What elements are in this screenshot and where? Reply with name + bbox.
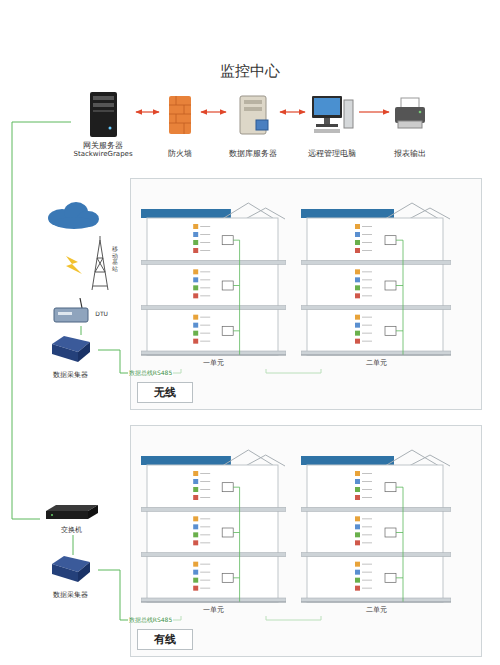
- node-label: 一单元: [203, 605, 224, 615]
- building-outline: [141, 448, 286, 616]
- node-label: 交换机: [61, 525, 82, 535]
- bus-wire: [73, 535, 74, 555]
- database-server-icon: [240, 96, 268, 134]
- device-box: 数据库服务器: [227, 90, 279, 158]
- building-outline: [301, 448, 451, 616]
- collector-icon: [52, 556, 90, 582]
- node-label: 网关服务器: [83, 141, 123, 150]
- device-box: 网关服务器StackwireGrapes: [71, 90, 135, 158]
- region-label: 无线: [137, 382, 193, 403]
- equipment-box: 数据采集器: [42, 335, 98, 380]
- printer-icon: [395, 98, 425, 128]
- node-label: 远程管理电脑: [308, 149, 356, 158]
- device-box: 远程管理电脑: [306, 90, 358, 158]
- node-label: 数据采集器: [53, 370, 88, 380]
- data-arrow: [359, 111, 389, 112]
- node-label: StackwireGrapes: [73, 150, 132, 158]
- node-label: 数据采集器: [53, 590, 88, 600]
- node-label: 二单元: [366, 358, 387, 368]
- station-label: 移动基站: [112, 246, 118, 272]
- dtu-icon: [54, 298, 88, 322]
- building-unit: 二单元: [301, 448, 451, 616]
- equipment-box: 数据采集器: [42, 555, 98, 600]
- data-arrow: [136, 111, 159, 112]
- bus-label: 数据总线RS485: [128, 617, 173, 624]
- node-label: 报表输出: [394, 149, 426, 158]
- region-panel: 有线 一单元 二单元: [130, 425, 482, 657]
- bus-wire: [12, 122, 71, 519]
- collector-icon: [52, 336, 90, 362]
- equipment-box: 交换机: [40, 503, 102, 535]
- tower-icon: [92, 236, 108, 290]
- bus-wire: [81, 326, 82, 335]
- device-box: 报表输出: [390, 90, 430, 158]
- equipment-box: DTU: [50, 300, 108, 326]
- building-unit: 二单元: [301, 201, 451, 369]
- data-arrow: [280, 111, 305, 112]
- switch-icon: [46, 505, 98, 519]
- region-panel: 无线 一单元 二单元: [130, 178, 482, 410]
- node-label: 防火墙: [168, 149, 192, 158]
- cloud-icon: [48, 202, 99, 229]
- building-unit: 一单元: [141, 448, 286, 616]
- data-arrow: [201, 111, 226, 112]
- computer-icon: [312, 96, 353, 133]
- node-label: DTU: [95, 310, 108, 317]
- building-outline: [301, 201, 451, 369]
- node-label: 一单元: [203, 358, 224, 368]
- building-outline: [141, 201, 286, 369]
- region-label: 有线: [137, 629, 193, 650]
- server-icon: [90, 92, 117, 137]
- device-box: 防火墙: [160, 90, 200, 158]
- lightning-symbol: [66, 256, 82, 274]
- firewall-icon: [169, 96, 191, 134]
- title: 监控中心: [0, 62, 500, 81]
- node-label: 二单元: [366, 605, 387, 615]
- bus-label: 数据总线RS485: [128, 370, 173, 377]
- node-label: 数据库服务器: [229, 149, 277, 158]
- building-unit: 一单元: [141, 201, 286, 369]
